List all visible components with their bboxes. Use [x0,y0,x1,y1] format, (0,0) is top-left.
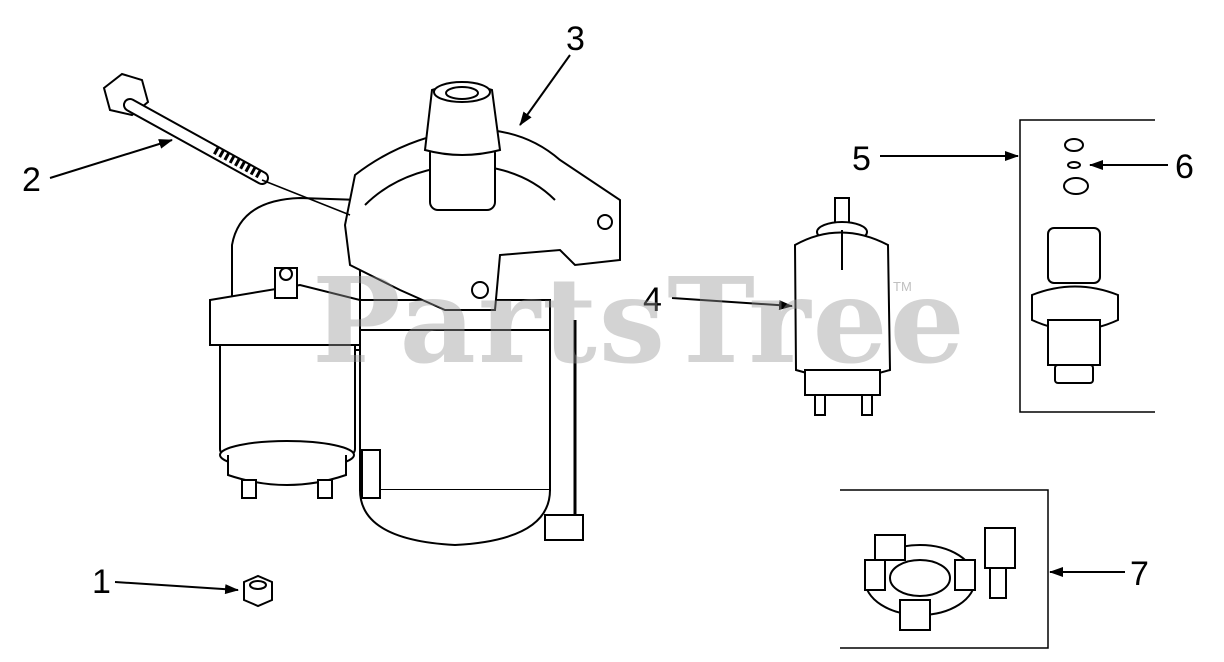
callout-6: 6 [1175,148,1194,186]
drive-assembly-box [1019,119,1155,413]
arrow-2 [49,139,173,179]
arrow-4 [671,297,793,311]
watermark-logo: PartsTree [312,251,967,390]
callout-2: 2 [22,161,41,199]
nut-part [243,574,273,608]
brush-holder-part [864,527,1016,631]
arrow-3 [519,54,571,126]
starter-motor-assembly [209,81,621,547]
callout-3: 3 [566,20,585,58]
watermark-trademark: TM [893,279,912,294]
callout-5: 5 [852,140,871,178]
brush-holder-box [840,489,1049,649]
callout-4: 4 [643,281,662,319]
pinion-drive-part [1031,138,1119,384]
solenoid-part [793,197,892,416]
callout-7: 7 [1130,555,1149,593]
arrow-1 [114,581,239,595]
bolt-part [102,72,351,216]
callout-arrows [49,54,1168,595]
callout-1: 1 [92,563,111,601]
